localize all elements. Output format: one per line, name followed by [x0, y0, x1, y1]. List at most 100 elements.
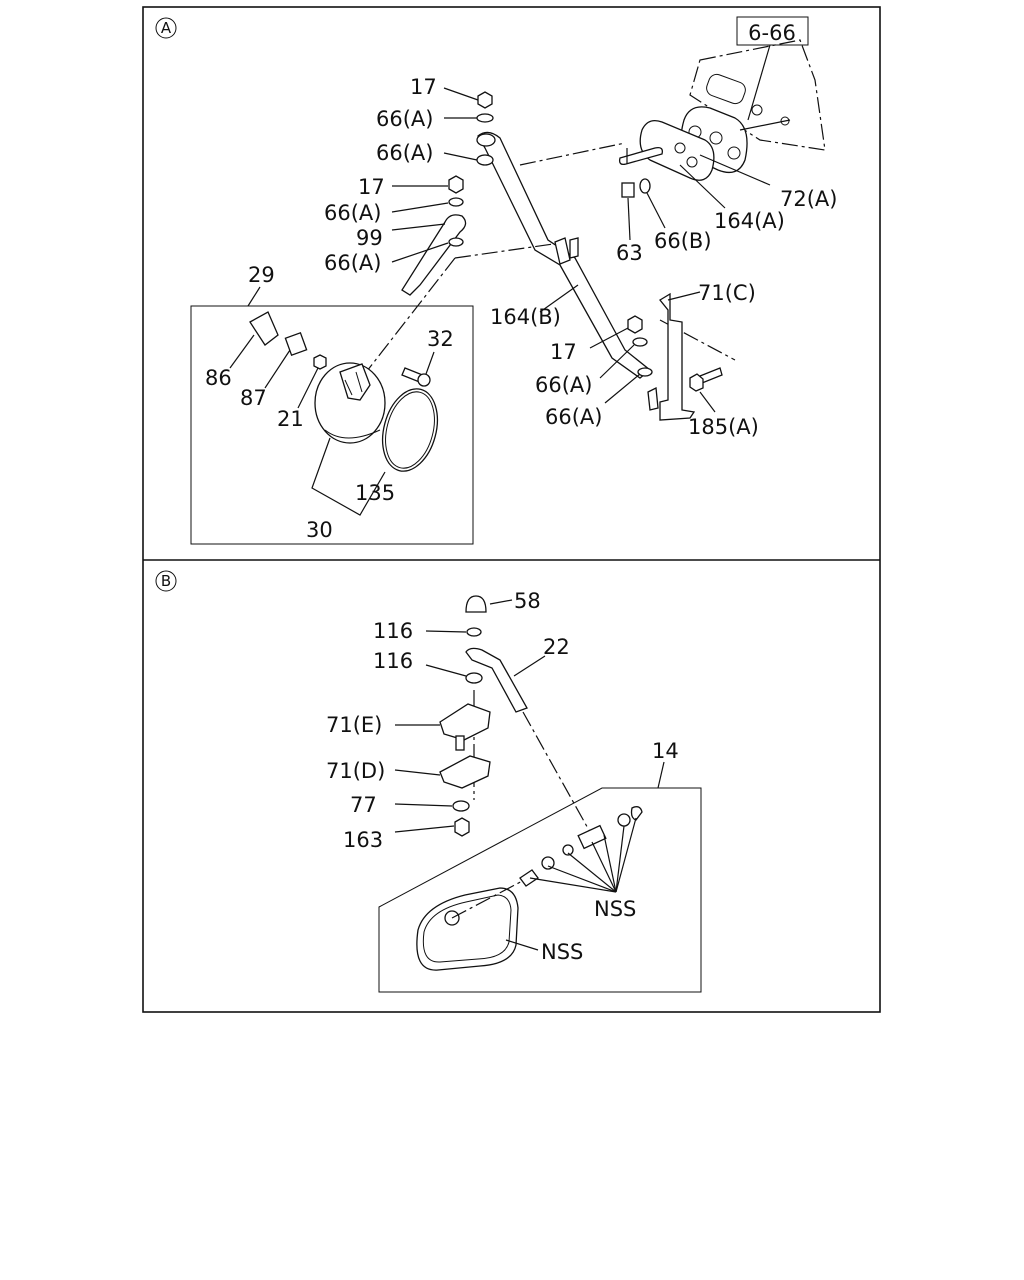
- mirror-head-inner: [422, 894, 512, 963]
- label-72a: 72(A): [780, 187, 837, 211]
- section-b-marker-text: B: [161, 572, 171, 590]
- body-panel-slot: [706, 73, 746, 105]
- mirror-assembly-box: [190, 305, 474, 545]
- leader-72a: [699, 154, 771, 186]
- part-86: [249, 311, 279, 346]
- label-116-1: 116: [373, 619, 413, 643]
- leader-77: [394, 803, 453, 807]
- label-185a: 185(A): [688, 415, 759, 439]
- label-21: 21: [277, 407, 304, 431]
- dashline-rod-arm: [454, 242, 561, 259]
- leader-58: [489, 599, 513, 605]
- label-164a: 164(A): [714, 209, 785, 233]
- washer-66b: [639, 178, 651, 194]
- label-58: 58: [514, 589, 541, 613]
- label-99: 99: [356, 226, 383, 250]
- label-32: 32: [427, 327, 454, 351]
- label-66a-1: 66(A): [376, 107, 433, 131]
- nss-washer-3: [617, 813, 631, 827]
- stud-plate: [618, 146, 663, 166]
- washer-66a-6: [637, 367, 653, 377]
- bracket-72a-conn: [739, 119, 791, 131]
- leader-17-low: [589, 327, 629, 349]
- label-87: 87: [240, 386, 267, 410]
- washer-116-2: [465, 672, 483, 684]
- part-87: [284, 331, 308, 357]
- label-66a-5: 66(A): [535, 373, 592, 397]
- nss-washer-2: [562, 844, 574, 856]
- label-63: 63: [616, 241, 643, 265]
- bracket-72a-hole-3: [727, 146, 741, 160]
- label-66a-2: 66(A): [376, 141, 433, 165]
- arm-top-eye: [476, 133, 496, 147]
- leader-32: [425, 351, 435, 375]
- nss-nut: [630, 806, 643, 821]
- leader-14: [657, 761, 665, 789]
- leader-30-135: [311, 437, 386, 516]
- washer-66a-4: [448, 237, 464, 247]
- nut-17-top: [477, 91, 493, 109]
- mirror-mount-bracket: [339, 363, 371, 401]
- body-panel-hole-2: [780, 116, 790, 126]
- washer-66a-3: [448, 197, 464, 207]
- washer-66a-1: [476, 113, 494, 123]
- leader-63: [627, 197, 631, 241]
- ref-box-label: 6-66: [748, 21, 796, 45]
- stud-low: [647, 386, 659, 411]
- label-17-low: 17: [550, 340, 577, 364]
- label-29: 29: [248, 263, 275, 287]
- leader-21: [297, 367, 319, 409]
- arm-22: [465, 647, 528, 713]
- mirror-glass-135: [381, 388, 439, 472]
- bracket-71d: [439, 755, 491, 789]
- washer-66a-2: [476, 154, 494, 166]
- label-17-top: 17: [410, 75, 437, 99]
- washer-77: [452, 800, 470, 812]
- label-116-2: 116: [373, 649, 413, 673]
- bracket-71e: [439, 703, 491, 741]
- leader-116-2: [425, 664, 467, 677]
- leader-71d: [394, 769, 441, 776]
- mirror-head: [416, 887, 519, 971]
- leader-116-1: [425, 630, 467, 633]
- arm-stud: [554, 237, 571, 265]
- label-86: 86: [205, 366, 232, 390]
- leader-185a: [699, 391, 716, 413]
- label-14: 14: [652, 739, 679, 763]
- bolt-185a-head: [689, 373, 704, 392]
- nss-clamp: [577, 824, 607, 850]
- body-panel: [689, 39, 826, 151]
- leader-164b: [539, 284, 579, 313]
- nut-17-low: [627, 315, 643, 334]
- leader-87: [264, 349, 291, 389]
- leader-66b: [646, 192, 666, 229]
- label-164b: 164(B): [490, 305, 561, 329]
- nss-bolt: [519, 869, 539, 887]
- screw-32-head: [417, 373, 431, 387]
- leader-66a-5: [599, 344, 635, 379]
- section-a-marker-text: A: [161, 19, 172, 37]
- leader-71c: [667, 291, 701, 301]
- mirror-assembly-14: [378, 787, 702, 993]
- label-71c: 71(C): [698, 281, 756, 305]
- nss-leaders: [529, 817, 637, 893]
- cap-58: [465, 595, 487, 613]
- label-71d: 71(D): [326, 759, 385, 783]
- dashline-head-pivot: [451, 877, 529, 919]
- section-a-marker: A: [155, 17, 177, 39]
- label-17-mid: 17: [358, 175, 385, 199]
- label-66b: 66(B): [654, 229, 712, 253]
- stud-71: [455, 735, 465, 751]
- label-22: 22: [543, 635, 570, 659]
- mirror-body-rim: [324, 429, 381, 439]
- outer-frame: [142, 6, 881, 1013]
- bracket-72a-hole-2: [709, 131, 723, 145]
- label-135: 135: [355, 481, 395, 505]
- nss-washer-1: [541, 856, 555, 870]
- nut-163: [454, 817, 470, 837]
- leader-66a-3: [391, 202, 449, 213]
- washer-66a-5: [632, 337, 648, 347]
- body-panel-hole-1: [751, 104, 763, 116]
- mirror-glass-rim: [385, 391, 435, 469]
